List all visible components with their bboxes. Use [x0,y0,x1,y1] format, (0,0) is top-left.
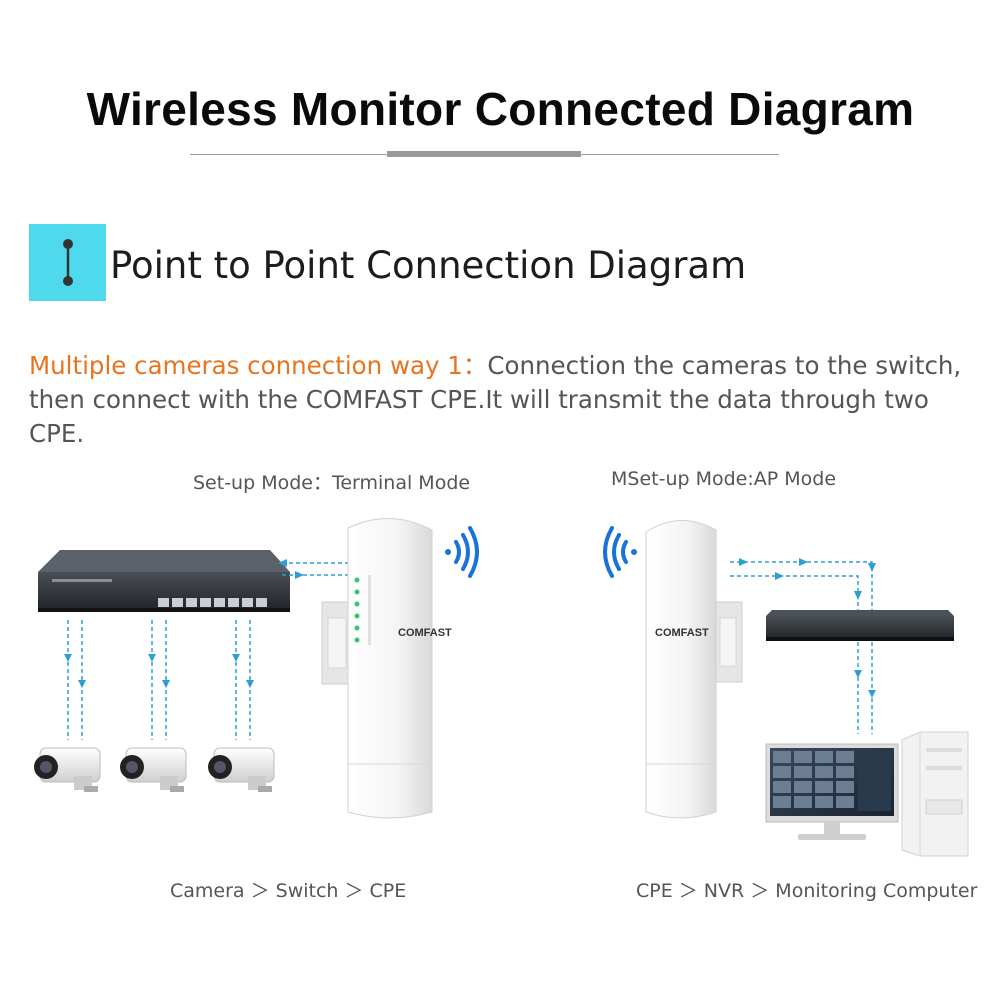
cctv-camera [208,747,275,792]
arrow-icon [64,559,304,688]
endpoints-icon [29,224,106,301]
right-flow-label: CPE ＞ NVR ＞ Monitoring Computer [636,880,978,902]
cctv-camera [34,747,101,792]
wifi-signal-icon [603,526,637,578]
monitor [765,743,899,840]
left-flow-label: Camera ＞ Switch ＞ CPE [170,880,407,902]
pc-tower [901,731,969,857]
cpe-brand-label: COMFAST [398,627,452,639]
section-title: Point to Point Connection Diagram [110,244,747,287]
cpe-device: COMFAST [645,520,743,819]
page-title: Wireless Monitor Connected Diagram [86,83,915,135]
left-mode-label: Set-up Mode：Terminal Mode [193,472,471,494]
cctv-camera [120,747,187,792]
cpe-brand-label: COMFAST [655,627,709,639]
right-mode-label: MSet-up Mode:AP Mode [611,468,837,490]
network-switch [38,550,290,612]
right-link-arrows [730,561,873,734]
cpe-device: COMFAST [321,518,452,819]
arrow-icon [739,558,876,698]
title-divider-accent [387,151,581,157]
description: Multiple cameras connection way 1：Connec… [29,349,989,451]
description-highlight: Multiple cameras connection way 1： [29,351,488,380]
description-text: Connection the cameras to the switch, th… [29,351,962,448]
nvr-device [766,610,954,641]
wifi-signal-icon [445,526,479,578]
